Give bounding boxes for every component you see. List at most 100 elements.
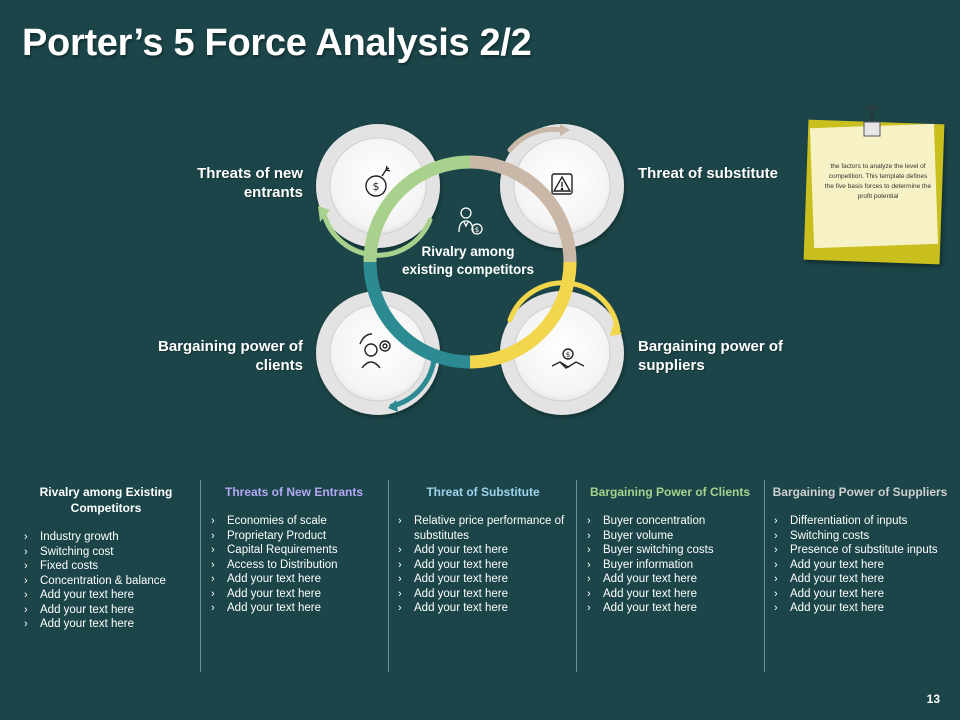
- column-divider: [764, 480, 765, 672]
- chevron-right-icon: ›: [587, 587, 591, 600]
- list-item: ›Add your text here: [209, 587, 379, 602]
- list-item: › Add your text here: [772, 587, 948, 602]
- chevron-right-icon: ›: [24, 603, 28, 616]
- chevron-right-icon: ›: [587, 602, 591, 614]
- page-title: Porter’s 5 Force Analysis 2/2: [22, 22, 532, 64]
- list-item: ›Add your text here: [396, 587, 570, 602]
- list-item-text: Add your text here: [227, 573, 321, 585]
- list-item: ›Fixed costs: [22, 559, 190, 574]
- list-item: › Add your text here: [772, 558, 948, 573]
- column-divider: [576, 480, 577, 672]
- chevron-right-icon: ›: [398, 515, 402, 527]
- list-item-text: Switching costs: [790, 529, 870, 542]
- column-heading: Rivalry among Existing Competitors: [39, 485, 173, 515]
- list-item: › Economies of scale: [209, 514, 379, 529]
- column-clients: Bargaining Power of Clients ›Buyer conce…: [585, 480, 755, 672]
- chevron-right-icon: ›: [774, 587, 778, 600]
- chevron-right-icon: ›: [587, 529, 591, 542]
- column-list: › Relative price performance of substitut…: [396, 514, 570, 616]
- list-item: ›Presence of substitute inputs: [772, 543, 948, 558]
- force-label-suppliers: Bargaining power of suppliers: [638, 338, 784, 374]
- chevron-right-icon: ›: [211, 573, 215, 585]
- chevron-right-icon: ›: [774, 544, 778, 556]
- column-heading: Threats of New Entrants: [224, 485, 364, 499]
- money-bomb-icon: $: [365, 165, 391, 197]
- list-item-text: Add your text here: [40, 618, 134, 630]
- chevron-right-icon: ›: [587, 515, 591, 527]
- arrowhead-green: [318, 206, 330, 222]
- rivalry-ring: [363, 155, 577, 369]
- list-item-text: Capital Requirements: [227, 544, 338, 556]
- sticky-note-text: the factors to analyze the level of comp…: [824, 163, 932, 200]
- sticky-note: the factors to analyze the level of comp…: [803, 106, 945, 265]
- list-item-text: Add your text here: [414, 587, 508, 600]
- list-item: ›Buyer concentration: [585, 514, 755, 529]
- binder-clip-icon: [863, 106, 881, 137]
- list-item: › Concentration & balance: [22, 574, 190, 589]
- chevron-right-icon: ›: [587, 544, 591, 556]
- list-item-text: Economies of scale: [227, 515, 327, 527]
- svg-text:$: $: [373, 180, 380, 193]
- chevron-right-icon: ›: [211, 529, 215, 542]
- page-number: 13: [926, 692, 940, 706]
- column-suppliers: Bargaining Power of Suppliers ›Different…: [772, 480, 948, 672]
- arrow-green: [321, 211, 433, 258]
- list-item-text: Add your text here: [790, 602, 884, 614]
- list-item: › Buyer volume: [585, 529, 755, 544]
- list-item: ›Add your text here: [396, 572, 570, 587]
- chevron-right-icon: ›: [24, 560, 28, 572]
- chevron-right-icon: ›: [587, 558, 591, 571]
- list-item-text: Access to Distribution: [227, 558, 338, 571]
- list-item: ›Add your text here: [22, 617, 190, 632]
- list-item: › Industry growth: [22, 530, 190, 545]
- chevron-right-icon: ›: [398, 558, 402, 571]
- list-item-text: Add your text here: [790, 573, 884, 585]
- svg-text:$: $: [475, 226, 479, 234]
- list-item-text: Add your text here: [790, 587, 884, 600]
- arrow-teal: [389, 357, 437, 409]
- list-item: ›Capital Requirements: [209, 543, 379, 558]
- handshake-dollar-icon: $: [551, 348, 585, 369]
- chevron-right-icon: ›: [24, 531, 28, 543]
- chevron-right-icon: ›: [211, 587, 215, 600]
- list-item-text: Add your text here: [790, 558, 884, 571]
- chevron-right-icon: ›: [24, 574, 28, 587]
- list-item: ›Add your text here: [585, 587, 755, 602]
- list-item: › Add your text here: [772, 601, 948, 616]
- chevron-right-icon: ›: [774, 573, 778, 585]
- chevron-right-icon: ›: [211, 558, 215, 571]
- list-item-text: Industry growth: [40, 531, 119, 543]
- list-item-text: Add your text here: [414, 544, 508, 556]
- column-heading: Bargaining Power of Clients: [589, 485, 751, 499]
- column-list: ›Buyer concentration›Buyer volume›Buyer …: [585, 514, 755, 616]
- ring-arc-tan: [469, 155, 577, 263]
- arrowhead-yellow: [610, 322, 622, 336]
- chevron-right-icon: ›: [774, 602, 778, 614]
- list-item: ›Switching cost: [22, 545, 190, 560]
- force-circle-top-left: [316, 124, 440, 248]
- chevron-right-icon: ›: [774, 558, 778, 571]
- column-rivalry: Rivalry among Existing Competitors › Indu…: [22, 480, 190, 672]
- arrow-tan: [507, 126, 565, 153]
- chevron-right-icon: ›: [587, 573, 591, 585]
- list-item-text: Differentiation of inputs: [790, 515, 908, 527]
- list-item-text: Add your text here: [227, 602, 321, 614]
- list-item-text: Buyer information: [603, 558, 694, 571]
- ring-arc-green: [363, 155, 471, 263]
- list-item-text: Relative price performance of substitute…: [414, 515, 565, 542]
- list-item-text: Add your text here: [414, 558, 508, 571]
- chevron-right-icon: ›: [211, 515, 215, 527]
- chevron-right-icon: ›: [398, 544, 402, 556]
- list-item: ›Buyer switching costs: [585, 543, 755, 558]
- force-label-clients: Bargaining power of clients: [157, 338, 303, 374]
- list-item: ›Switching costs: [772, 529, 948, 544]
- list-item: ›Add your text here: [22, 588, 190, 603]
- list-item-text: Concentration & balance: [40, 574, 166, 587]
- list-item: › Add your text here: [209, 572, 379, 587]
- svg-text:$: $: [566, 351, 570, 359]
- chevron-right-icon: ›: [398, 602, 402, 614]
- arrowhead-teal: [388, 400, 398, 412]
- list-item-text: Buyer volume: [603, 529, 674, 542]
- list-item: ›Add your text here: [22, 603, 190, 618]
